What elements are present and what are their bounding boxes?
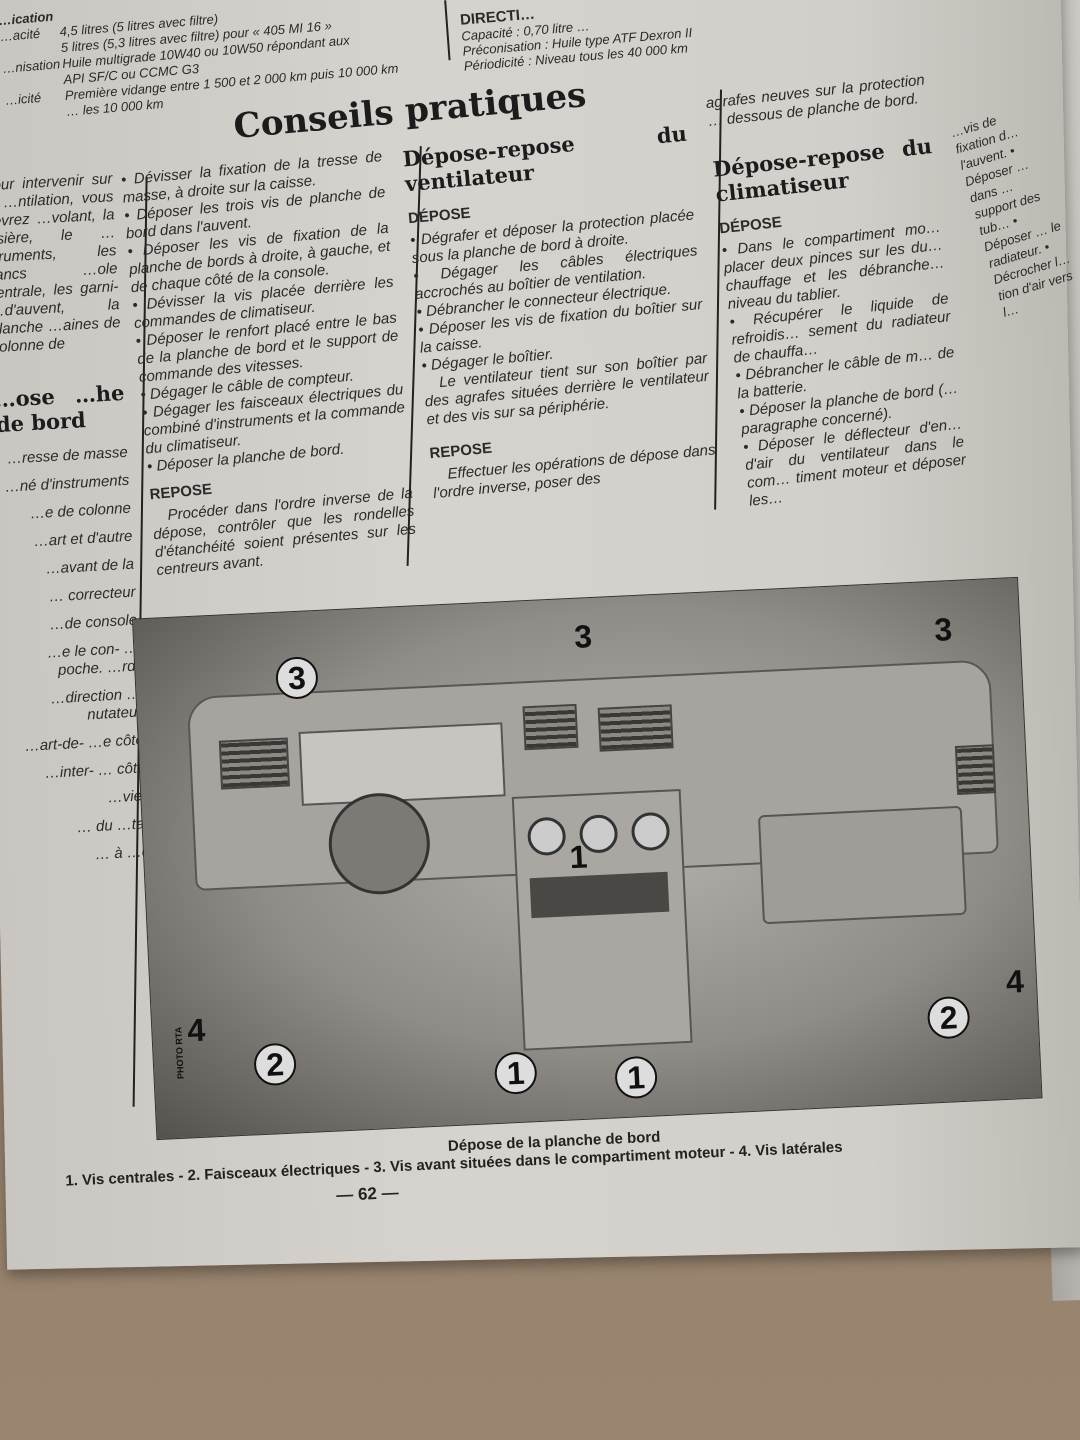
text-fragment: …de console <box>49 611 138 634</box>
knob <box>526 816 567 857</box>
text-fragment: … à …e <box>94 843 151 864</box>
bullet-icon: • <box>412 265 442 286</box>
text-fragment: …art-de- …e côté <box>24 731 145 755</box>
photo-credit: PHOTO RTA <box>173 1026 186 1080</box>
text-fragment: … du …tat <box>76 815 149 837</box>
right-fragment-text: …vis de fixation d… l'auvent. • Déposer … <box>948 112 1075 320</box>
continuation-text: agrafes neuves sur la protection … desso… <box>704 71 926 131</box>
glove-box <box>757 805 967 925</box>
spec-label <box>7 116 67 121</box>
bullet-icon: • <box>720 240 739 260</box>
callout-3: 3 <box>933 611 953 648</box>
column-left-partial: Pour intervenir sur le …ntilation, vous … <box>0 170 151 878</box>
text-fragment: …vier <box>107 787 148 807</box>
instrument-cluster <box>298 722 506 806</box>
text-fragment: … correcteur <box>48 583 136 606</box>
section-title: …ose …he de bord <box>0 379 126 438</box>
text-fragment: …inter- … côté <box>44 759 146 782</box>
text-fragment: …direction …nutateur <box>50 685 143 724</box>
center-vent <box>522 703 579 751</box>
callout-1: 1 <box>493 1051 538 1096</box>
right-vent <box>954 744 997 795</box>
callout-3: 3 <box>573 618 593 655</box>
radio-slot <box>529 871 670 919</box>
center-vent <box>597 704 674 752</box>
column-dashboard-steps: • Dévisser la fixation de la tresse de m… <box>120 148 418 580</box>
knob <box>630 811 671 852</box>
callout-4: 4 <box>1005 963 1025 1000</box>
callout-2: 2 <box>253 1042 298 1087</box>
column-climatiseur: agrafes neuves sur la protection … desso… <box>705 71 969 510</box>
intro-text: Pour intervenir sur le …ntilation, vous … <box>0 170 121 357</box>
callout-4: 4 <box>186 1011 207 1049</box>
left-vent <box>218 737 291 790</box>
divider <box>444 0 451 61</box>
center-console <box>511 789 693 1051</box>
direction-spec-block: DIRECTI… Capacité : 0,70 litre … Préconi… <box>459 0 783 74</box>
text-fragment: …né d'instruments <box>4 471 130 496</box>
callout-1: 1 <box>614 1055 659 1100</box>
bullet-icon: • <box>728 311 754 331</box>
callout-2: 2 <box>926 995 971 1040</box>
text-fragment: …art et d'autre <box>33 527 133 551</box>
section-title: Dépose-repose du climatiseur <box>711 133 934 207</box>
column-ventilateur: Dépose-repose du ventilateur DÉPOSE • Dé… <box>402 121 718 503</box>
section-title: Dépose-repose du ventilateur <box>401 120 688 197</box>
callout-1: 1 <box>568 838 589 876</box>
text-fragment: …e de colonne <box>29 499 132 523</box>
text-fragment: …avant de la <box>45 555 135 578</box>
text-fragment: …resse de masse <box>6 443 129 468</box>
dashboard-photo: 3 3 3 1 1 1 2 2 4 4 PHOTO RTA <box>131 576 1043 1141</box>
text-fragment: …e le con- …poche. …rd. <box>46 639 141 680</box>
